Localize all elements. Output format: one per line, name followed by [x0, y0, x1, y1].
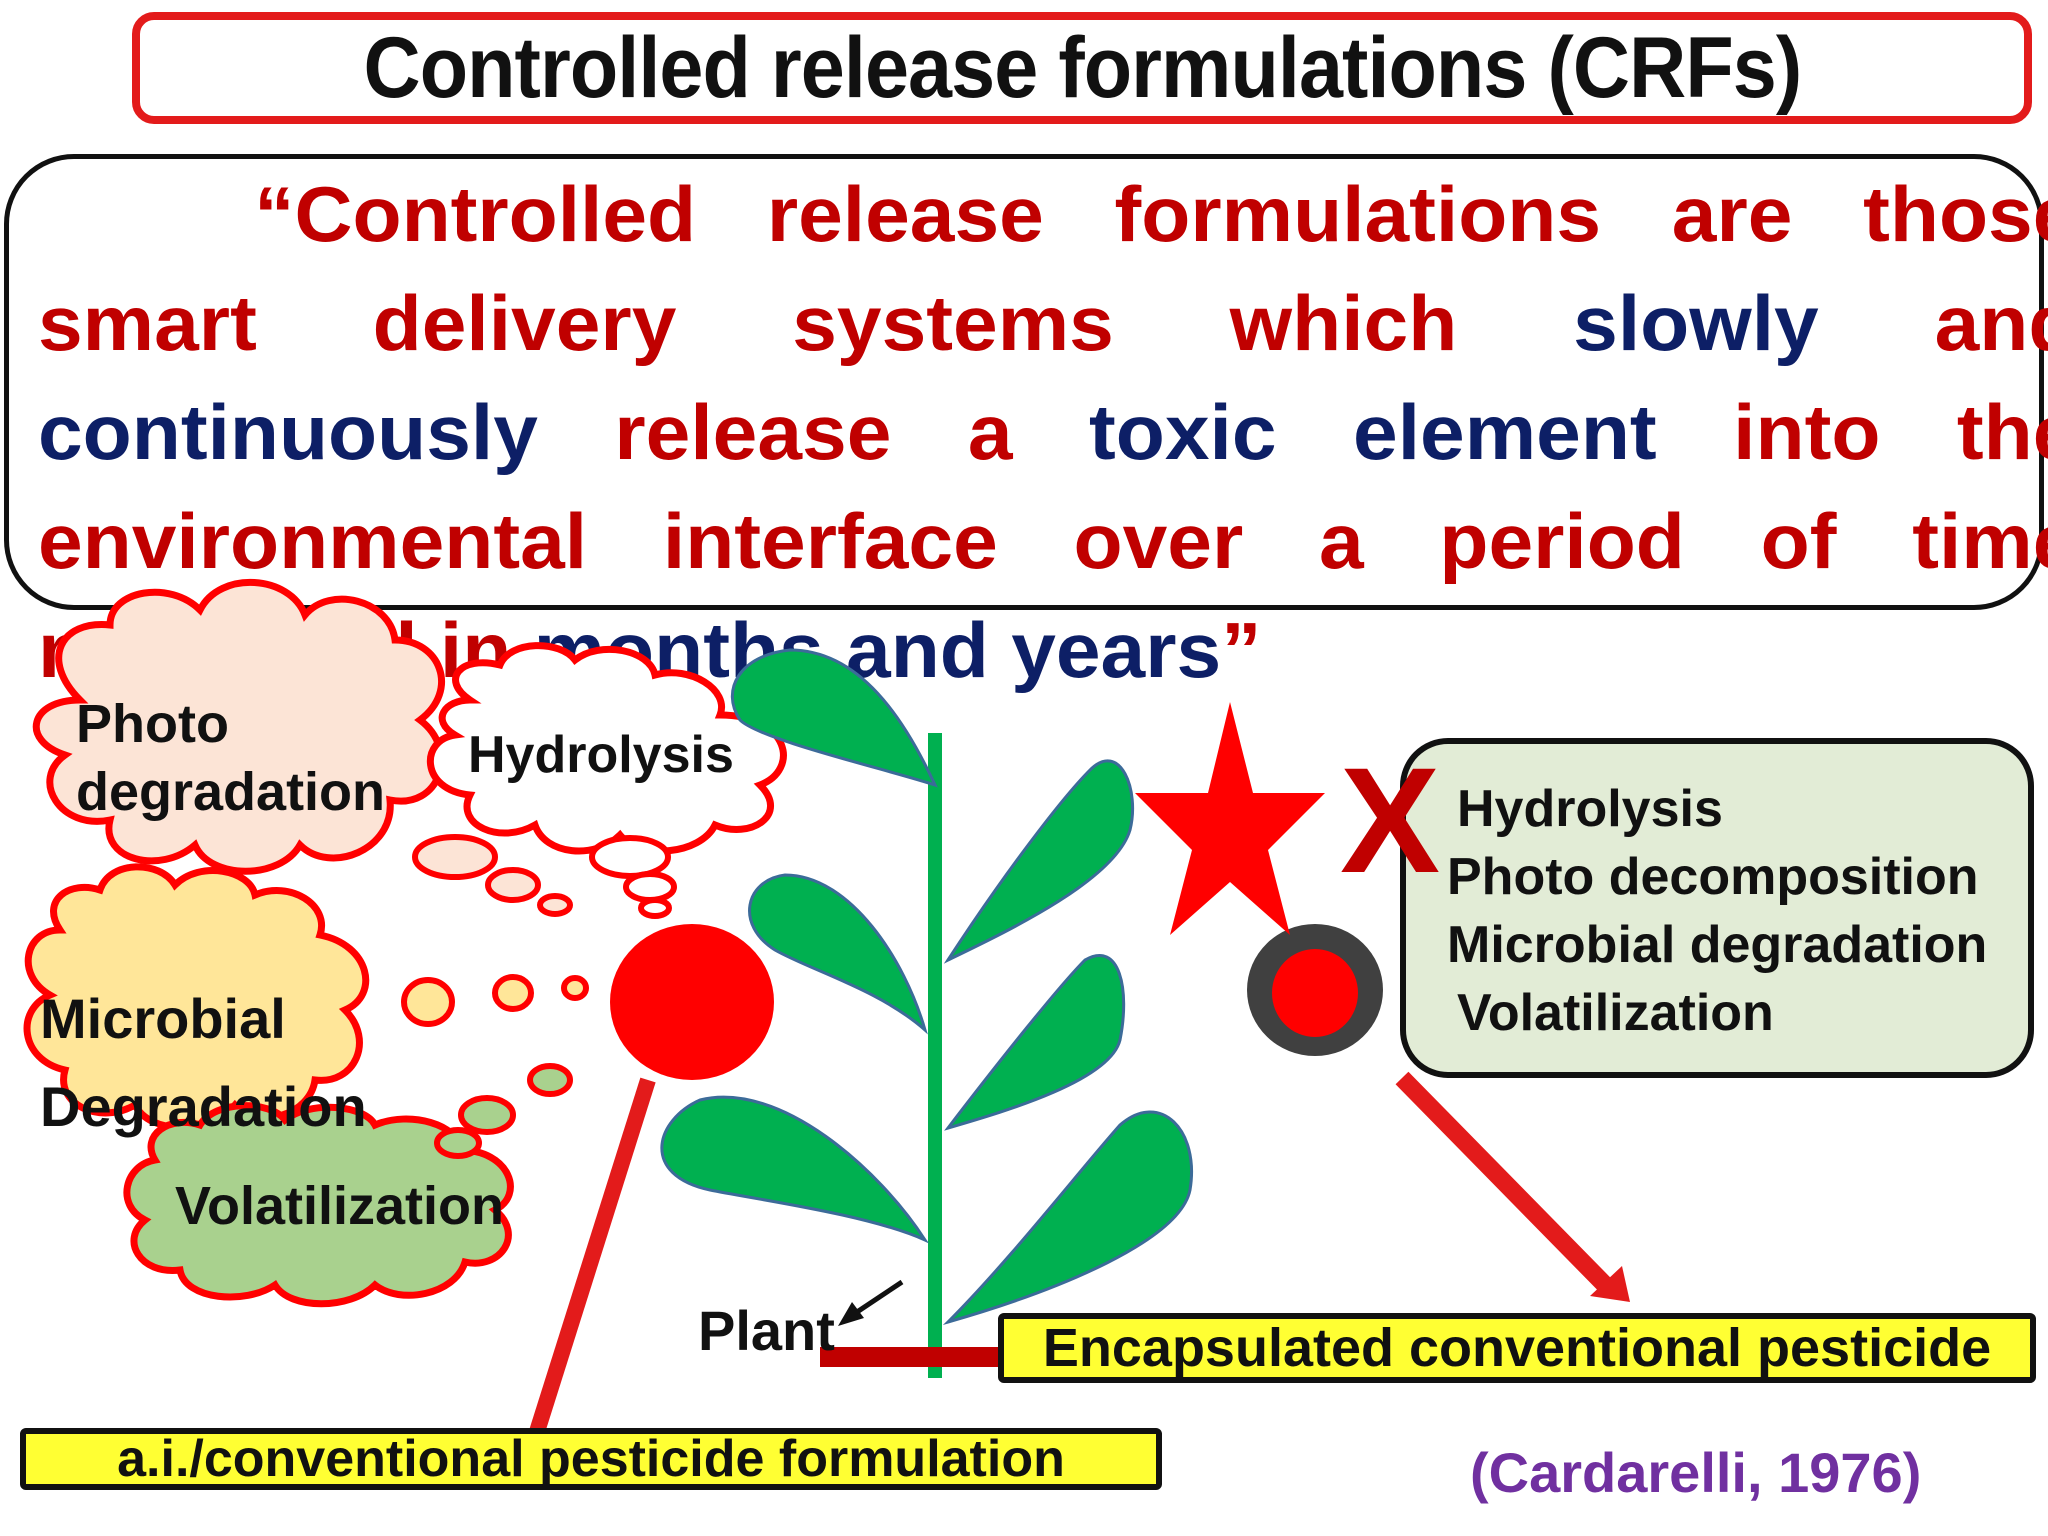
microbial-label-line1: Microbial — [40, 987, 286, 1050]
definition-segment: ” — [1221, 606, 1262, 694]
definition-segment: release a — [537, 388, 1090, 476]
definition-segment: “Controlled release formulations are tho… — [38, 170, 2048, 367]
leaf-upper-right — [943, 759, 1135, 964]
blocked-processes-box — [1400, 738, 2034, 1078]
hydrolysis-label: Hydrolysis — [468, 726, 734, 784]
page-title: Controlled release formulations (CRFs) — [363, 19, 1802, 116]
definition-segment: continuously — [38, 388, 538, 476]
blocked-cross-mark: X — [1340, 736, 1441, 904]
definition-segment: slowly — [1573, 279, 1819, 367]
volatilization-label: Volatilization — [175, 1176, 505, 1236]
plant-label: Plant — [698, 1299, 835, 1362]
photo-label-line1: Photo — [76, 694, 229, 754]
blocked-process-item: Volatilization — [1457, 984, 1774, 1042]
plant-pointer-arrowhead — [838, 1302, 864, 1326]
encapsulated-pesticide-label: Encapsulated conventional pesticide — [998, 1313, 2036, 1383]
hydrolysis-cloud — [427, 642, 787, 855]
leaf-lower-left — [660, 1095, 930, 1244]
conventional-formulation-label: a.i./conventional pesticide formulation — [20, 1428, 1162, 1490]
encapsulated-pesticide-core — [1272, 949, 1358, 1037]
blocked-process-item: Hydrolysis — [1457, 780, 1723, 838]
release-star — [1135, 702, 1325, 935]
leaf-middle-left — [748, 873, 928, 1035]
conventional-arrow — [527, 1077, 656, 1441]
photo-label-line2: degradation — [76, 762, 386, 822]
title-box: Controlled release formulations (CRFs) — [132, 12, 2032, 124]
plant-base — [820, 1347, 1050, 1367]
plant-leaves — [660, 648, 1193, 1326]
conventional-pesticide-droplet — [610, 924, 774, 1080]
citation: (Cardarelli, 1976) — [1470, 1441, 1922, 1504]
encapsulated-arrow — [1395, 1071, 1617, 1297]
photo-degradation-label: Photo degradation — [76, 690, 385, 826]
definition-text: “Controlled release formulations are tho… — [38, 160, 2048, 705]
plant-stem — [928, 733, 942, 1378]
definition-segment: and — [1934, 279, 2048, 367]
leaf-lower-right — [942, 1110, 1193, 1326]
definition-segment: toxic element — [1089, 388, 1657, 476]
blocked-process-item: Photo decomposition — [1447, 848, 1979, 906]
definition-box — [4, 154, 2044, 610]
volatilization-cloud — [123, 1102, 514, 1308]
microbial-label-line2: Degradation — [40, 1075, 367, 1138]
leaf-top-left — [730, 648, 938, 788]
leaf-middle-right — [944, 954, 1126, 1131]
encapsulated-arrowhead — [1590, 1266, 1630, 1302]
microbial-degradation-cloud — [23, 863, 370, 1131]
thought-bubbles — [401, 834, 677, 1159]
microbial-degradation-label: Microbial Degradation — [40, 975, 367, 1151]
blocked-process-item: Microbial degradation — [1447, 916, 1988, 974]
